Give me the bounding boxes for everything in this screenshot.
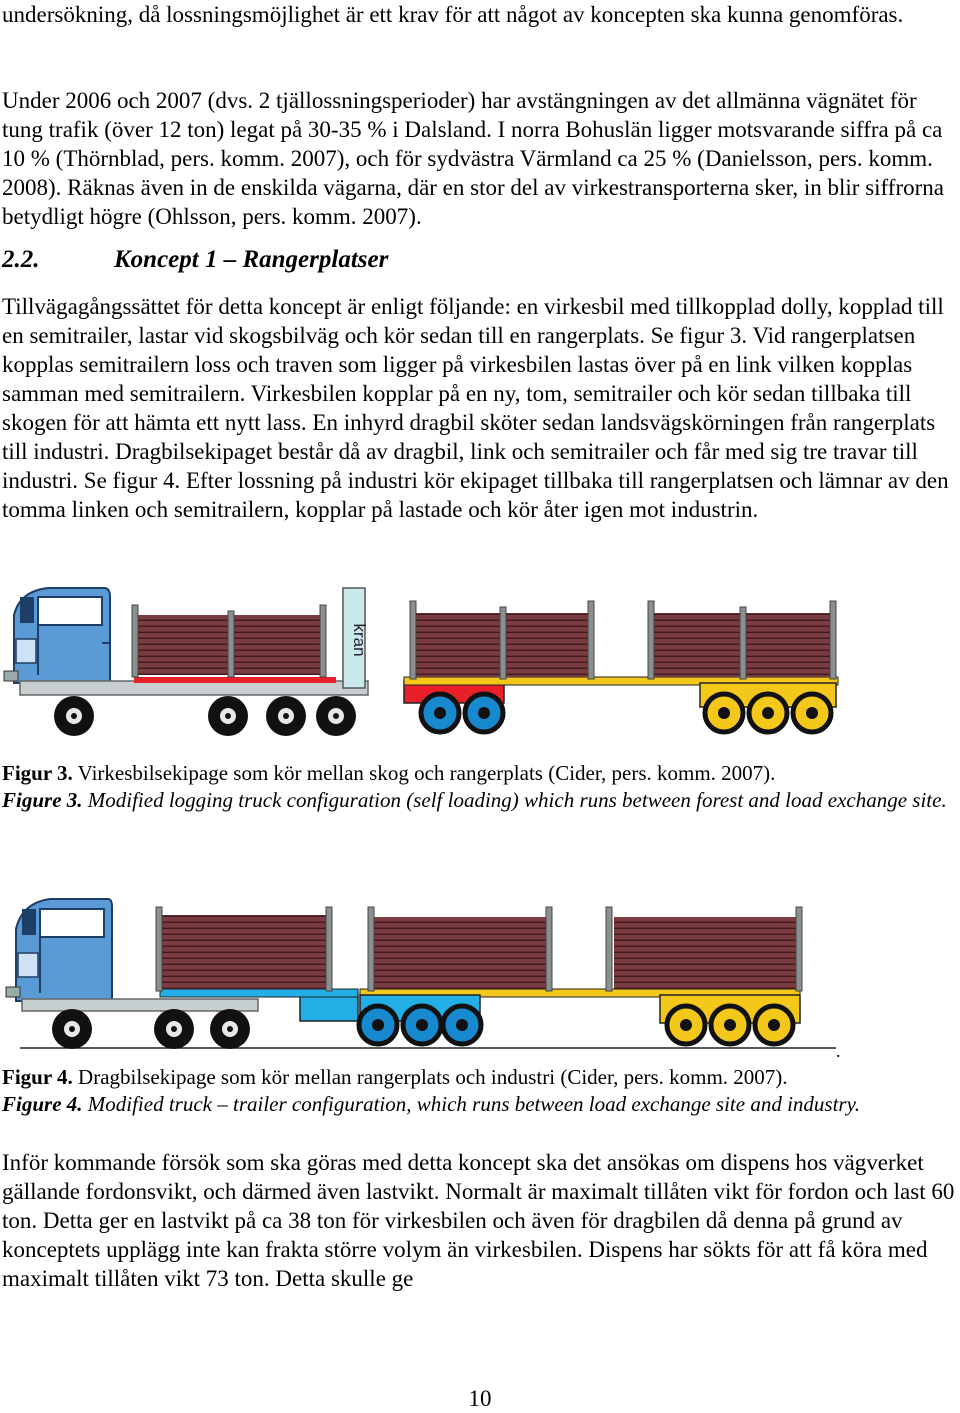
section-title: Koncept 1 – Rangerplatser [114,246,389,273]
truck-chassis [19,680,369,696]
figure-4-caption-en-label: Figure 4. [2,1092,83,1116]
link-trailer [155,906,359,1022]
figure-3-caption-sv-label: Figur 3. [2,761,73,785]
figure-3-caption-sv-text: Virkesbilsekipage som kör mellan skog oc… [72,761,776,785]
page-number: 10 [468,1386,492,1411]
figure-4-caption-sv-label: Figur 4. [2,1065,73,1089]
semitrailer-wheels [702,691,834,735]
truck-wheels [54,696,356,736]
load-bed-red [134,677,336,683]
paragraph-road-closures: Under 2006 och 2007 (dvs. 2 tjällossning… [2,88,944,229]
figure-4-caption-sv-text: Dragbilsekipage som kör mellan rangerpla… [72,1065,788,1089]
figure-4-trailing-mark: . [836,1041,841,1061]
tractor-wheels [52,1009,250,1049]
figure-3-caption-en-text: Modified logging truck configuration (se… [82,788,947,812]
dolly-wheels [418,691,506,735]
truck-cab [3,587,111,684]
figure-3-caption-en-label: Figure 3. [2,788,83,812]
log-stack-truck [131,604,327,678]
figure-4-caption: Figur 4. Dragbilsekipage som kör mellan … [2,1064,952,1118]
figure-4-truck-illustration: . [5,898,841,1061]
section-number: 2.2. [2,246,40,273]
paragraph-concept-description: Tillvägagångssättet för detta koncept är… [2,294,949,522]
paragraph-intro: undersökning, då lossningsmöjlighet är e… [2,2,904,27]
tractor-chassis [21,998,259,1012]
paragraph-dispensation: Inför kommande försök som ska göras med … [2,1150,955,1291]
tractor-cab [5,898,113,1002]
link-wheels [356,1003,484,1047]
figure-3-truck-illustration: kran [3,587,839,736]
figure-4-caption-en-text: Modified truck – trailer configuration, … [82,1092,860,1116]
crane: kran [342,587,369,689]
figure-3-caption: Figur 3. Virkesbilsekipage som kör mella… [2,760,952,814]
semitrailer-wheels-fig4 [664,1003,796,1047]
crane-label: kran [350,623,369,656]
section-heading: 2.2. Koncept 1 – Rangerplatser [2,243,388,277]
